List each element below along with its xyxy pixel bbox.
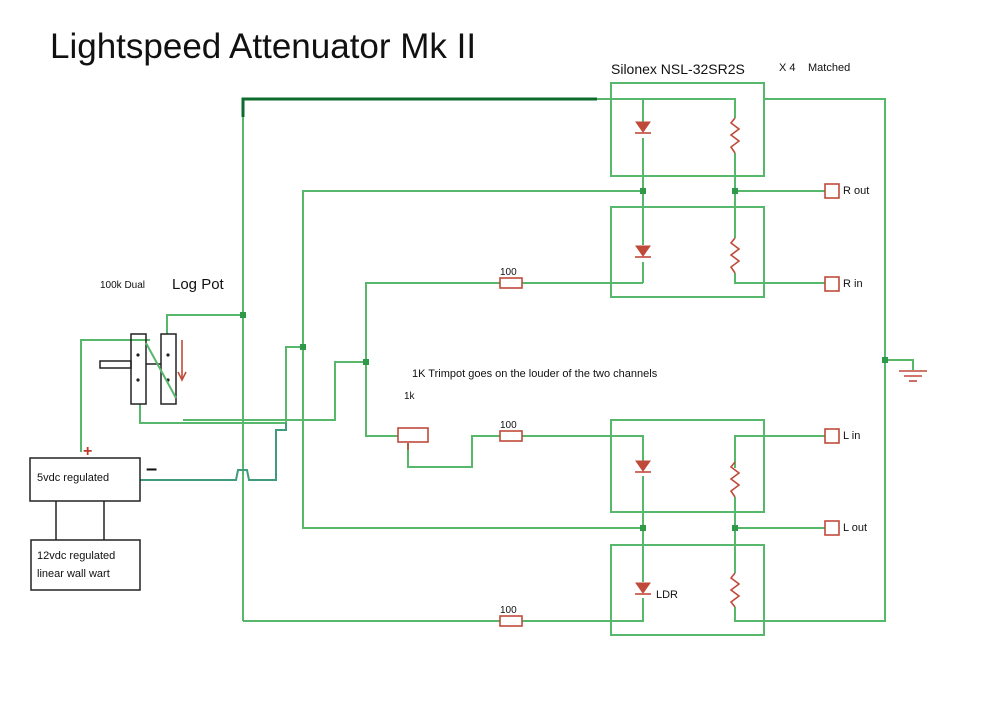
l-in-wire [734,435,825,468]
opto-module-3 [610,419,765,513]
ldr-symbol [729,237,741,274]
ldr4-ground-wire [734,360,886,622]
resistor-value-label: 100 [500,267,517,278]
ground-symbol [899,370,927,382]
opto-module-1 [610,82,765,177]
junction-node [240,312,246,318]
trimpot-symbol [397,427,429,443]
upper-resistor-wire [365,282,500,362]
diagram-title: Lightspeed Attenuator Mk II [50,27,476,66]
r-out-terminal [824,183,840,199]
ldr-symbol [729,461,741,498]
junction-node [300,344,306,350]
led-symbol [635,245,651,258]
opto-qty-label: X 4 [779,62,796,74]
upper-mid-wire [302,190,643,347]
led-symbol [635,582,651,595]
r-out-label: R out [843,185,869,197]
opto-matched-label: Matched [808,62,850,74]
ldr-symbol [729,572,741,608]
regulator-plus-wire [80,339,150,452]
trimpot-note: 1K Trimpot goes on the louder of the two… [412,368,658,380]
pot-feed-wire [166,314,243,334]
resistor-100-upper [499,277,523,289]
trimpot-value-label: 1k [404,391,416,402]
l-out-terminal [824,520,840,536]
plus-sign: + [83,443,92,460]
r-in-terminal [824,276,840,292]
regulator-label: 5vdc regulated [37,472,109,484]
lower-mid-wire [302,347,643,529]
opto-part-label: Silonex NSL-32SR2S [611,61,745,77]
ldr-label: LDR [656,589,678,601]
opto-module-4 [610,544,765,636]
led3-top-wire [522,435,644,461]
pot-wiper-wire [139,346,303,424]
led-symbol [635,460,651,473]
led-symbol [635,121,651,134]
wall-wart-box [30,539,141,591]
resistor-value-label: 100 [500,420,517,431]
l-in-label: L in [843,430,860,442]
wall-wart-line1: 12vdc regulated [37,550,115,562]
ground-wire [885,359,914,370]
resistor-100-lower [499,615,523,627]
ldr-symbol [729,117,741,154]
pot-second-wire [183,361,366,421]
ground-rail [764,98,886,360]
bottom-return-wire-right [522,605,644,622]
junction-node [732,525,738,531]
pot-value-label: 100k Dual [100,280,145,291]
wall-wart-line2: linear wall wart [37,568,110,580]
junction-node [640,525,646,531]
trimpot-out-wire [407,435,500,468]
junction-node [363,359,369,365]
opto-module-2 [610,206,765,298]
regulator-minus-wire [140,423,287,481]
junction-node [640,188,646,194]
junction-node [732,188,738,194]
resistor-value-label: 100 [500,605,517,616]
regulator-box [29,457,141,502]
l-in-terminal [824,428,840,444]
junction-node [882,357,888,363]
led-supply-wire [241,97,597,117]
r-in-label: R in [843,278,863,290]
pot-type-label: Log Pot [172,276,225,293]
l-out-label: L out [843,522,867,534]
ldr1-top-wire [643,98,736,118]
dual-log-pot [99,333,187,405]
minus-sign: – [146,458,157,480]
r-in-wire [734,273,825,284]
resistor-100-middle [499,430,523,442]
trimpot-in-wire [365,362,398,437]
